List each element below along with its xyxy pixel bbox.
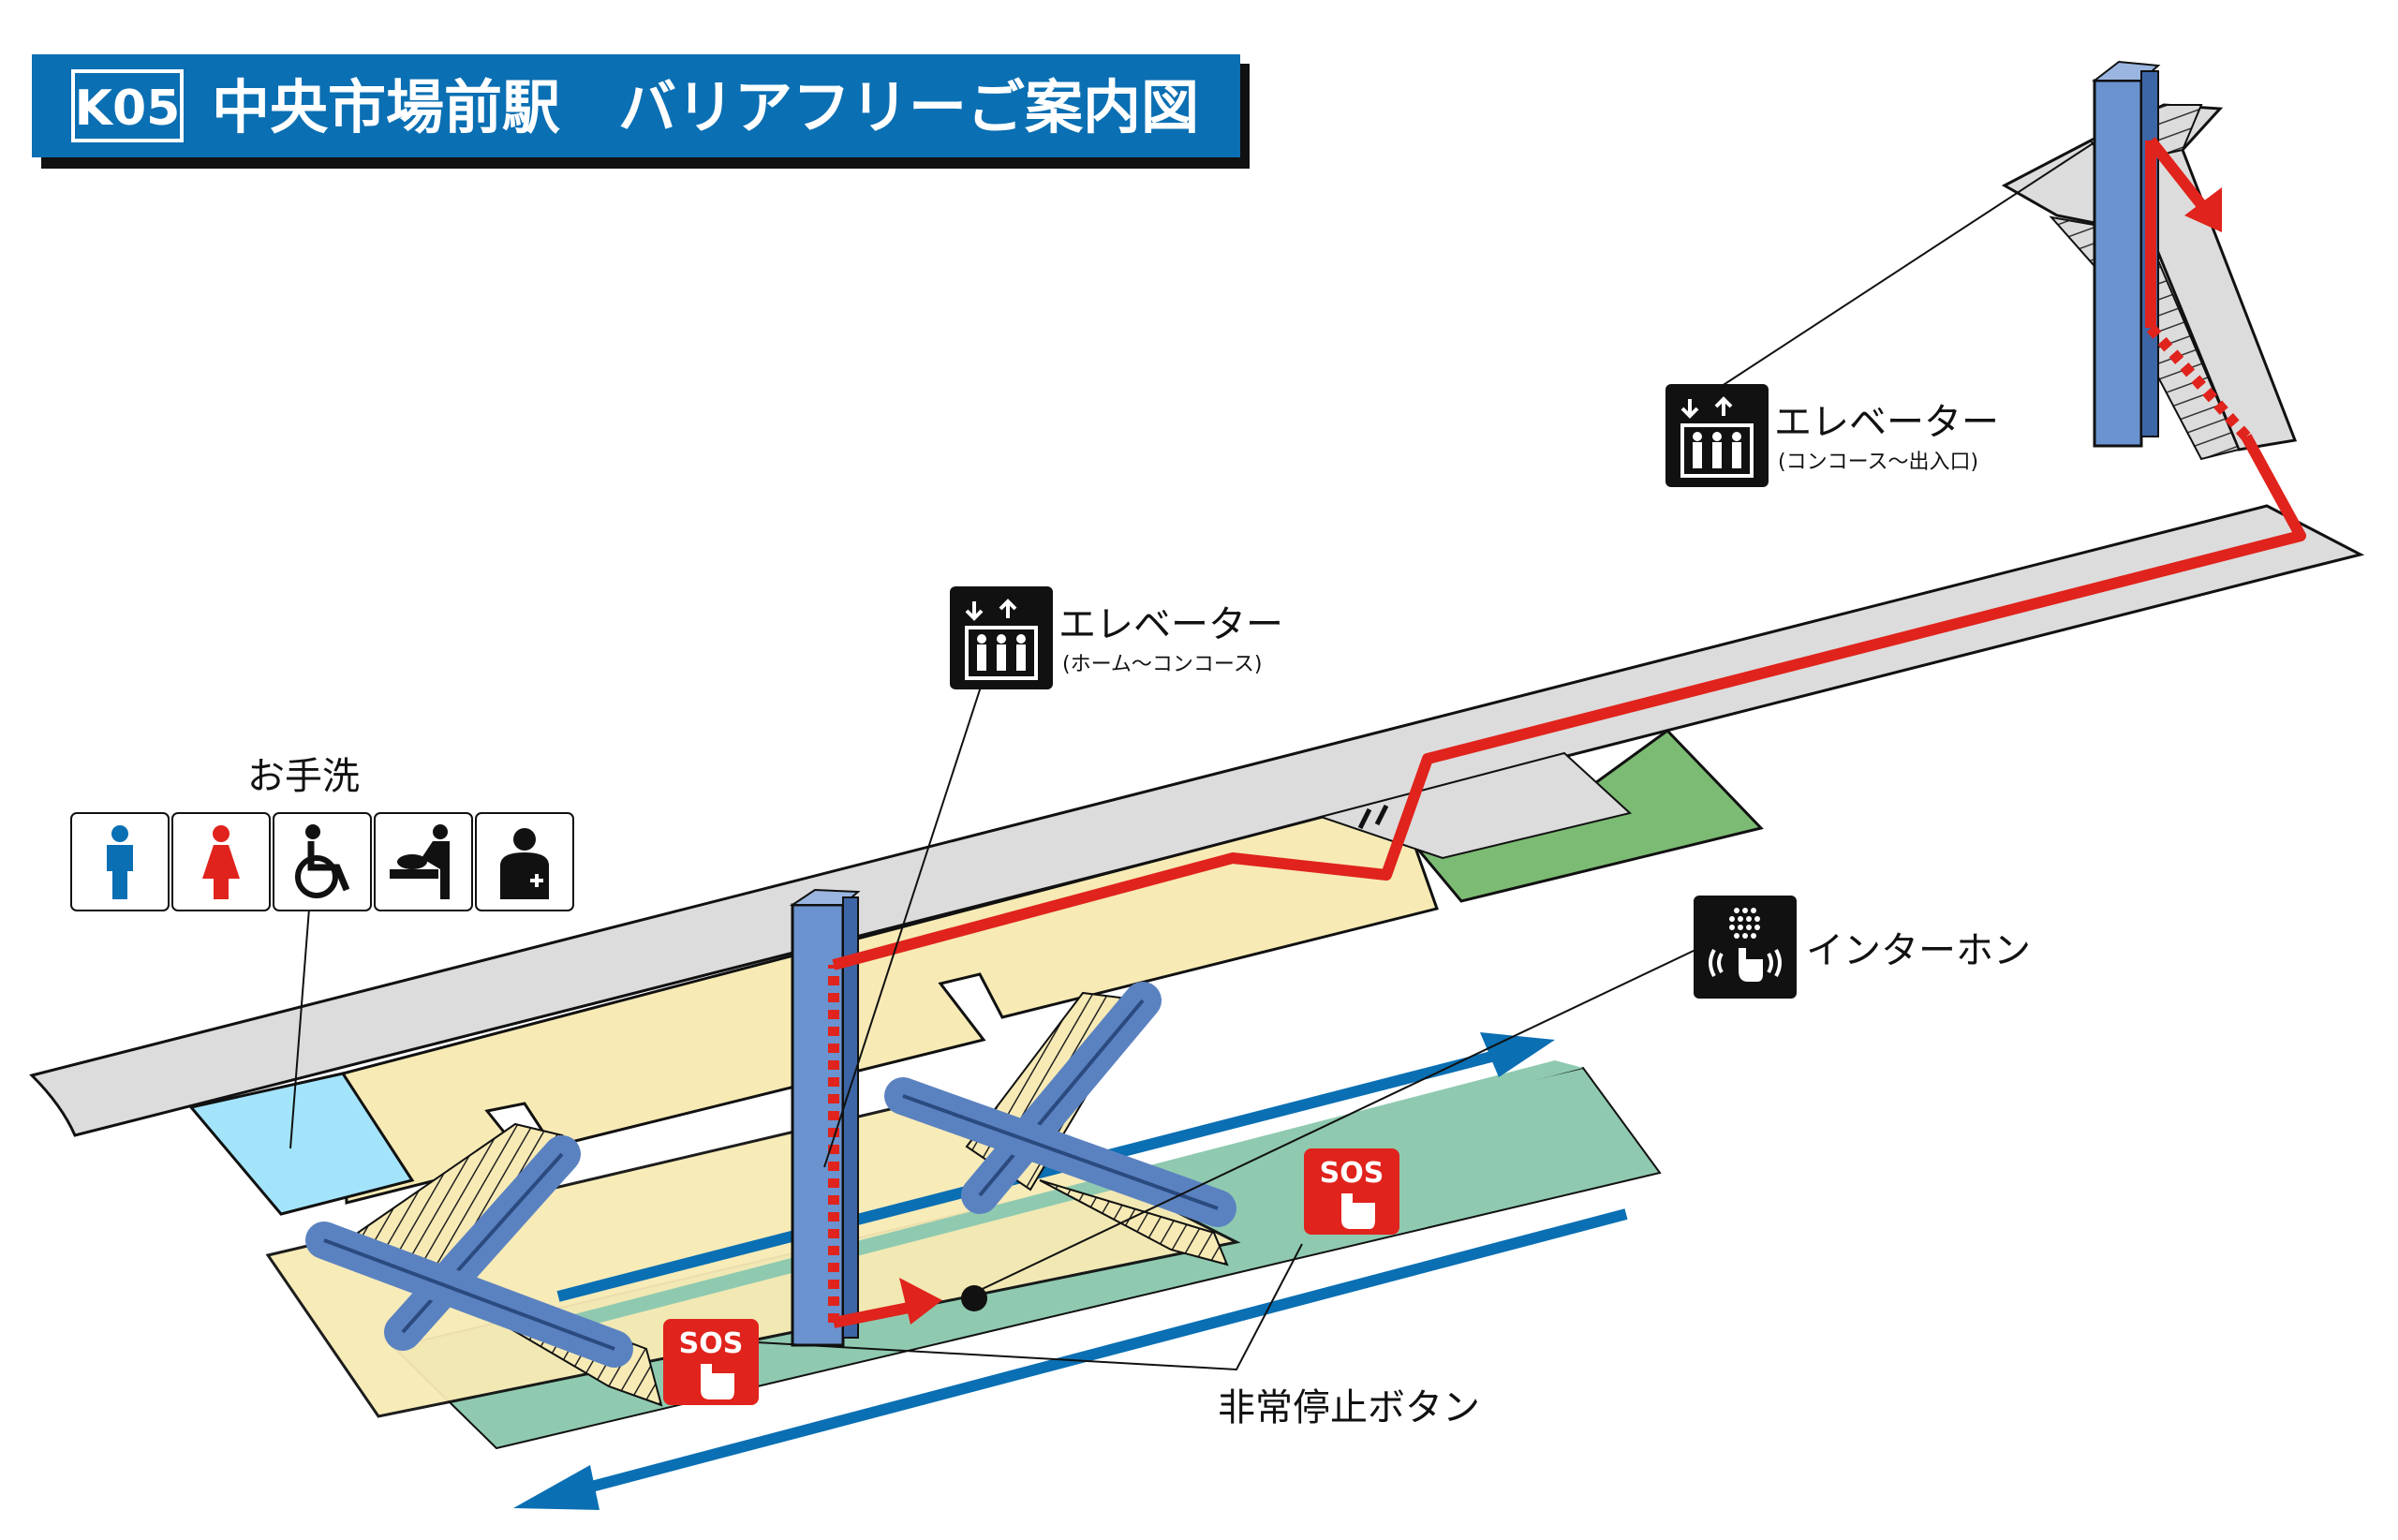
ostomate-icon	[475, 812, 574, 911]
leader-lines	[289, 141, 2095, 1371]
intercom-label: インターホン	[1806, 929, 2031, 972]
sos-button-icon: SOS	[663, 1319, 759, 1405]
intercom-location-dot	[961, 1285, 987, 1311]
elevator-platform-sublabel: (ホーム～コンコース)	[1062, 653, 1262, 676]
elevator-platform-label: エレベーター	[1058, 603, 1283, 646]
wheelchair-icon	[273, 812, 372, 911]
sos-label: SOS	[679, 1327, 744, 1360]
elevator-icon	[950, 586, 1053, 689]
men-restroom-icon	[70, 812, 170, 911]
elevator-icon	[1665, 384, 1769, 487]
elevator-exit-sublabel: (コンコース～出入口)	[1778, 451, 1978, 474]
women-restroom-icon	[171, 812, 271, 911]
line-code: K05	[75, 81, 181, 137]
elevator-exit-label: エレベーター	[1774, 401, 1999, 444]
restroom-label: お手洗	[247, 755, 360, 798]
track-arrow-down	[513, 1208, 1628, 1510]
intercom-icon	[1694, 896, 1797, 999]
header-banner: K05 中央市場前駅 バリアフリーご案内図	[32, 54, 1250, 169]
accessible-route	[828, 137, 2306, 1328]
sos-label: SOS	[1320, 1157, 1384, 1190]
restroom-icons	[70, 812, 574, 911]
page-title: 中央市場前駅 バリアフリーご案内図	[212, 73, 1199, 141]
escalator-right	[884, 982, 1236, 1266]
emergency-stop-label: 非常停止ボタン	[1218, 1386, 1480, 1429]
baby-changing-icon	[374, 812, 473, 911]
sos-button-icon: SOS	[1304, 1148, 1399, 1235]
escalator-left	[305, 1122, 663, 1407]
